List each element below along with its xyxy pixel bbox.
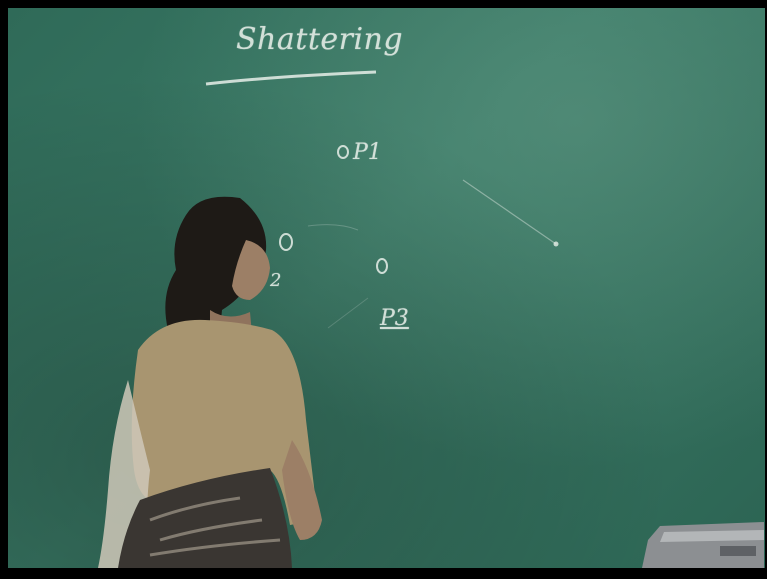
point-p1-circle <box>337 145 349 159</box>
chalk-dot <box>553 241 559 247</box>
projector-top <box>660 530 764 542</box>
point-p1-label: P1 <box>353 140 382 165</box>
point-p3-circle <box>376 258 388 274</box>
face <box>232 240 270 300</box>
title-underline <box>205 70 377 86</box>
projector-vent <box>720 546 756 556</box>
faint-smudge <box>307 224 359 231</box>
faint-line <box>462 179 557 245</box>
projector-body <box>642 522 764 568</box>
point-p2-label: 2 <box>270 270 282 291</box>
arm <box>282 440 322 540</box>
board-title: Shattering <box>236 22 404 57</box>
point-p2-circle <box>279 233 293 251</box>
saree-pattern <box>149 496 281 557</box>
blouse <box>131 319 318 525</box>
faint-smudge <box>327 297 369 329</box>
point-p3-label: P3 <box>380 306 409 331</box>
chalk-marks <box>205 70 559 329</box>
